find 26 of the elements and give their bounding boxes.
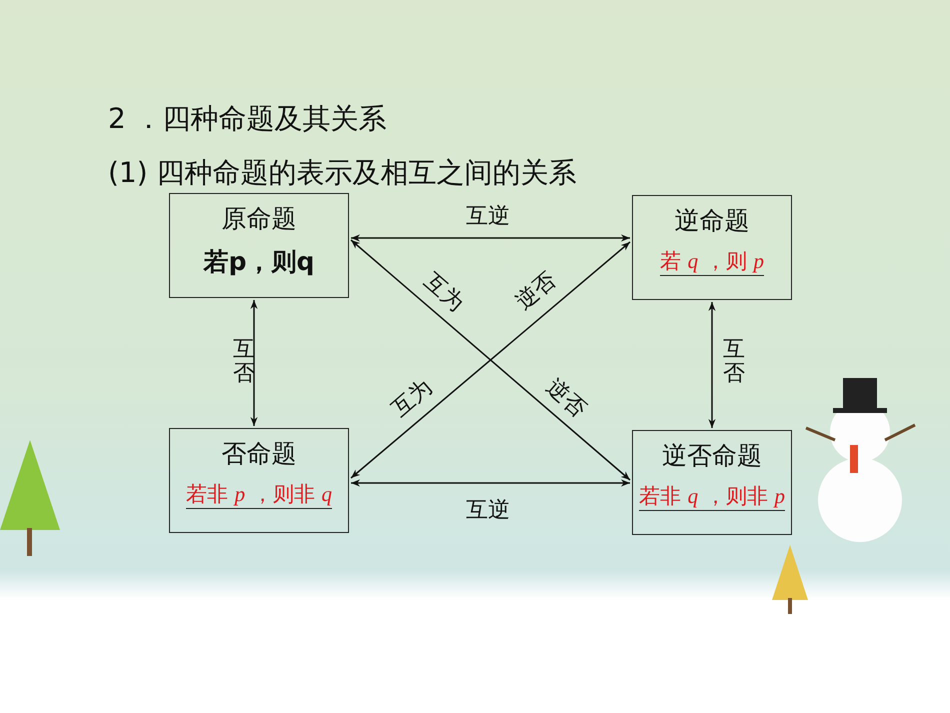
edge-label: 互否	[723, 338, 745, 386]
box-title: 原命题	[222, 203, 296, 235]
proposition-box	[169, 428, 349, 533]
relation-label: 逆否	[510, 266, 562, 317]
proposition-box	[632, 195, 792, 300]
arrow	[708, 302, 716, 428]
subtitle: (1) 四种命题的表示及相互之间的关系	[108, 155, 577, 191]
edge-label: 互逆	[466, 203, 510, 231]
box-title: 逆否命题	[662, 440, 762, 472]
proposition-box	[632, 430, 792, 535]
arrow	[351, 479, 630, 487]
box-title: 否命题	[222, 438, 296, 470]
arrow	[351, 234, 630, 242]
proposition-text: 若p，则q	[204, 246, 314, 278]
answer-fill-in: 若 q ，则 p	[660, 247, 764, 276]
edge-label: 互为	[418, 268, 470, 318]
edge-label: 互否	[233, 338, 255, 386]
answer-fill-in: 若非 q ，则非 p	[638, 482, 786, 511]
edge-label: 互逆	[466, 497, 510, 525]
arrow	[250, 300, 258, 426]
relation-label: 逆否	[540, 374, 592, 424]
edge-label: 互为	[386, 374, 438, 424]
box-title: 逆命题	[674, 205, 750, 237]
answer-fill-in: 若非 p ，则非 q	[186, 480, 332, 509]
proposition-box	[169, 193, 349, 298]
title: 2 ．四种命题及其关系	[108, 101, 387, 137]
